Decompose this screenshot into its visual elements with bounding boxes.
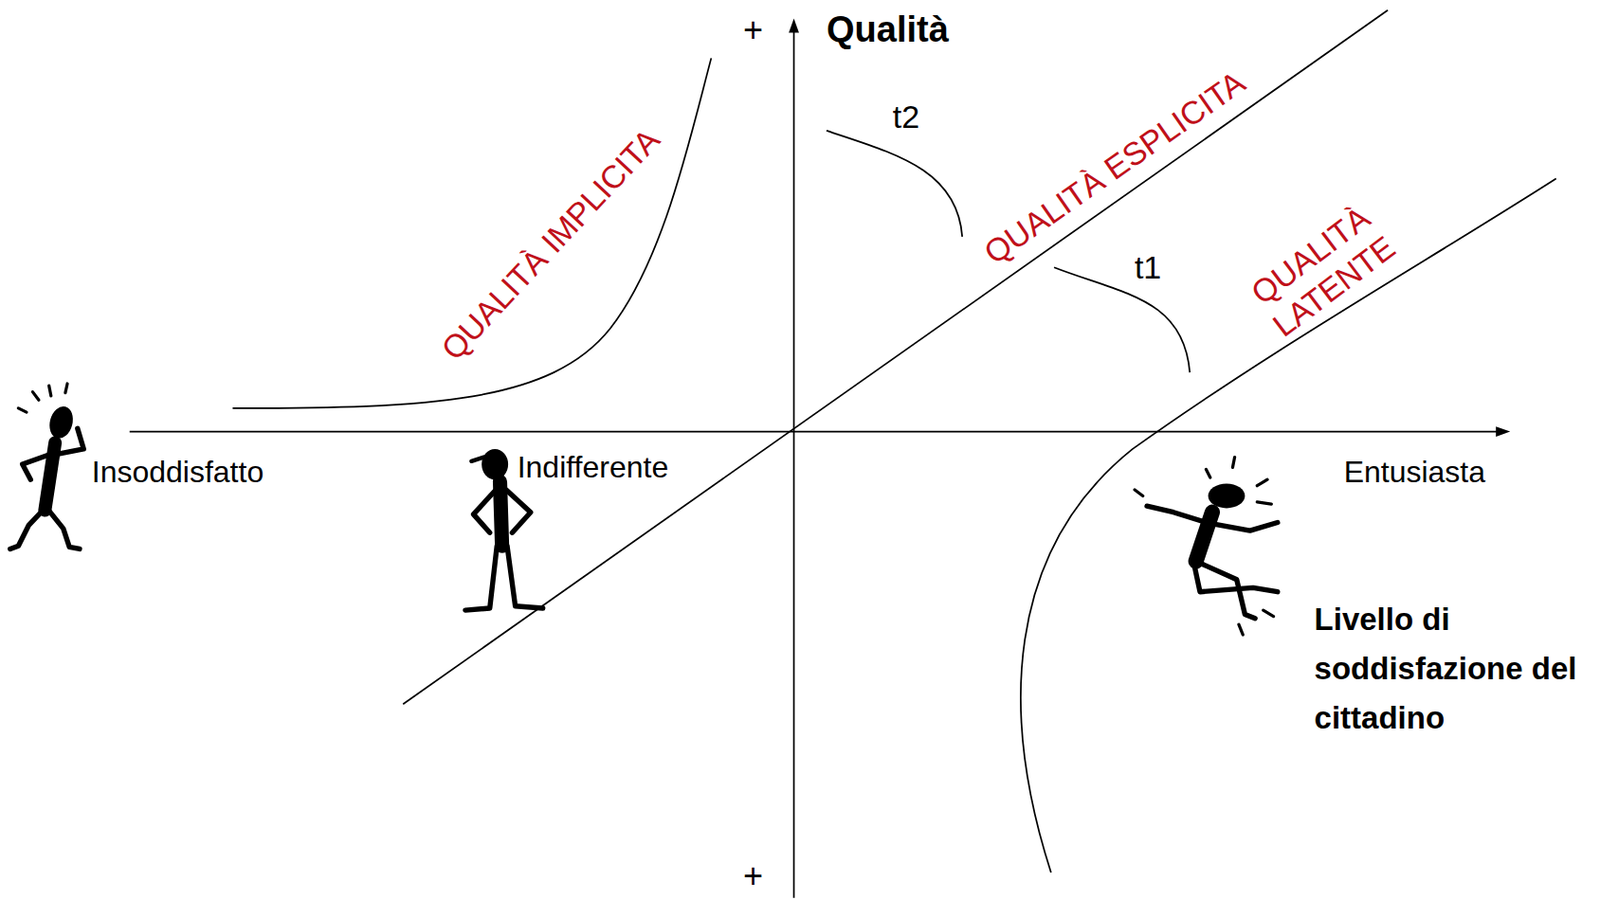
plus-sign: + <box>743 11 764 51</box>
explicit-line <box>402 10 1388 705</box>
time-label: t1 <box>1134 250 1162 288</box>
plus-sign: + <box>743 857 764 897</box>
axis-label: Entusiasta <box>1342 454 1488 491</box>
axis-label: Insoddisfatto <box>90 454 266 491</box>
unhappy-figure <box>10 383 85 549</box>
curve-label: QUALITÀ ESPLICITA <box>977 63 1253 272</box>
y-axis <box>793 28 796 899</box>
axis-label: Indifferente <box>515 450 672 486</box>
curve-label: QUALITÀ IMPLICITA <box>434 122 668 369</box>
enthusiastic-figure <box>1134 457 1278 636</box>
time-label: t2 <box>892 98 920 136</box>
axis-title: Livello di soddisfazione del cittadino <box>1314 595 1592 744</box>
x-arrow <box>1495 426 1510 437</box>
t1-curve <box>1054 267 1190 373</box>
axis-title: Qualità <box>826 9 949 52</box>
t2-curve <box>826 130 963 237</box>
latent-curve <box>1020 178 1557 873</box>
y-arrow <box>788 18 800 33</box>
x-axis <box>129 431 1501 434</box>
implicit-curve <box>232 57 711 408</box>
